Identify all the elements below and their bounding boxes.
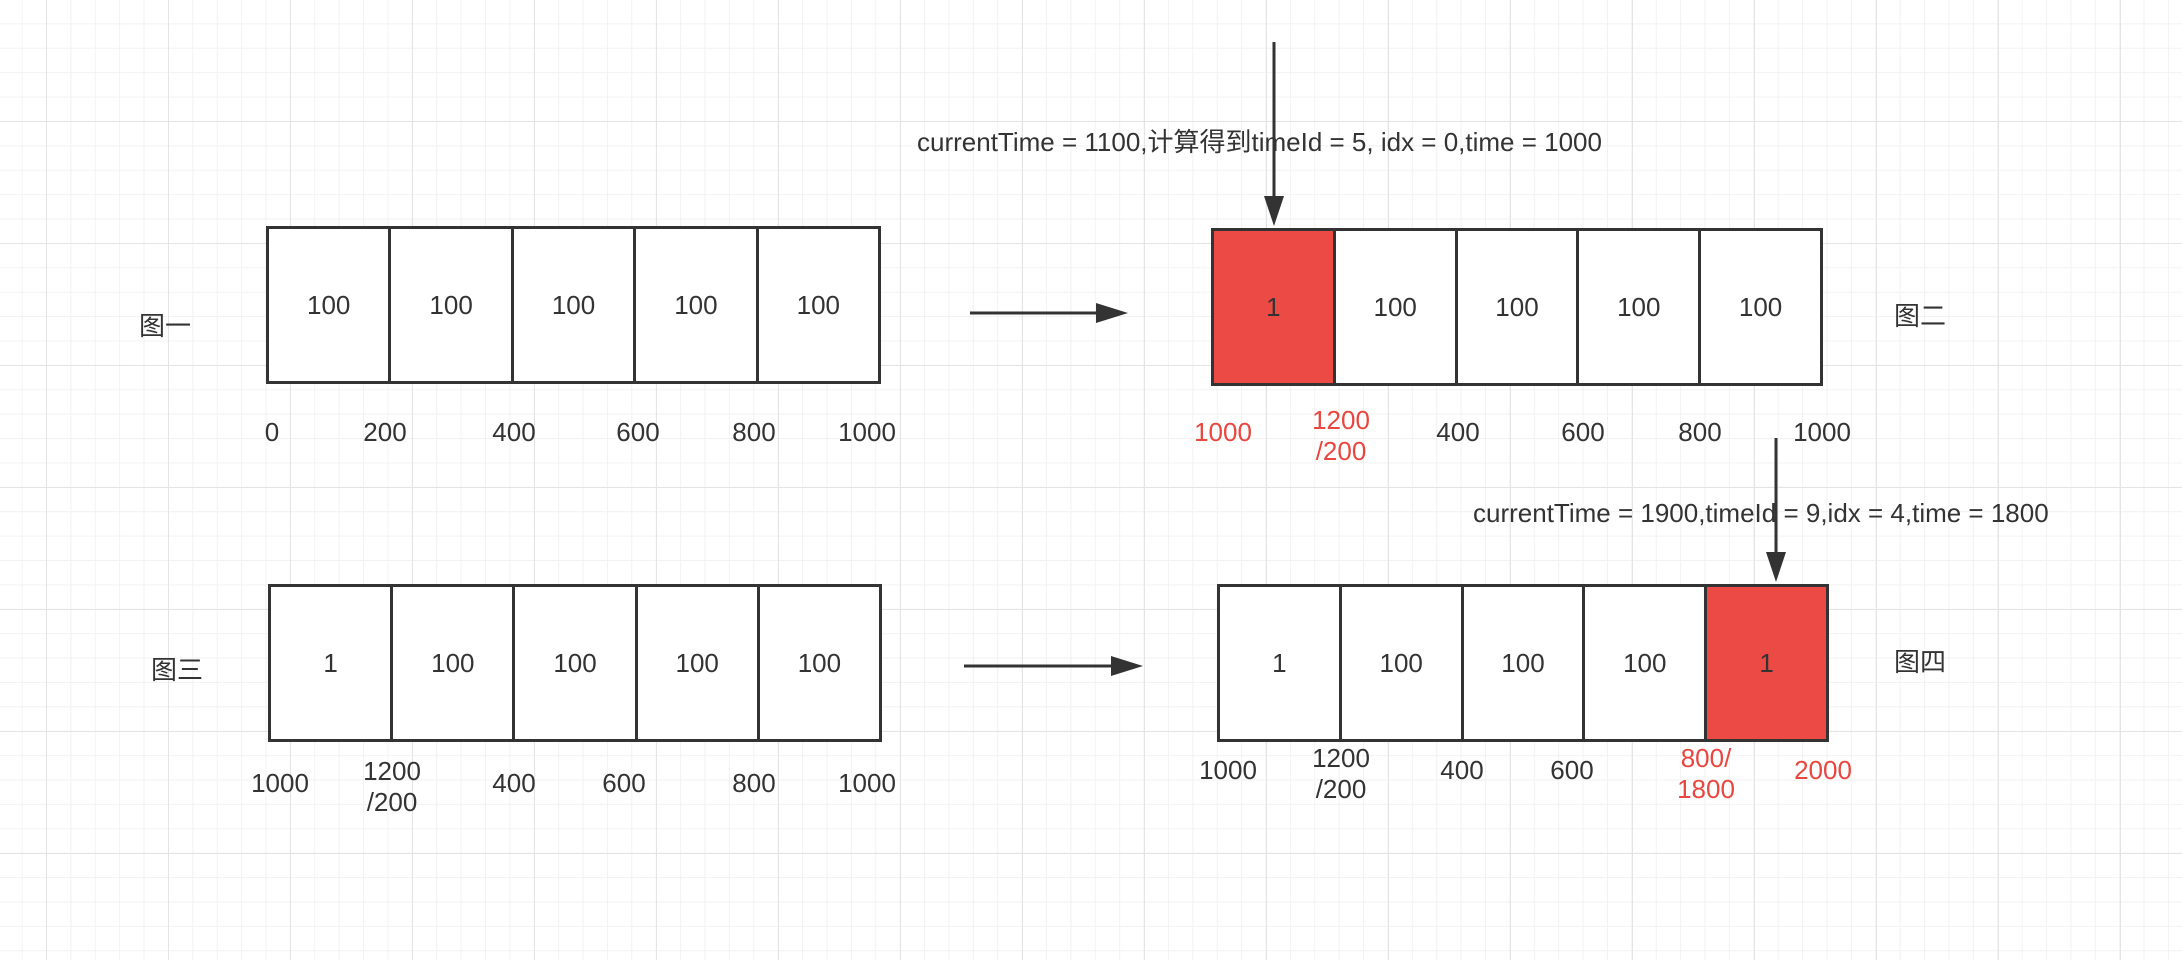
fig1-tick-line: 400 [492,417,536,447]
fig3-tick-line: /200 [366,787,418,817]
fig3-label: 图三 [151,656,204,686]
fig1-tick-label: 200 [363,417,406,448]
arrow-fig3-to-fig4-head [1111,656,1143,676]
fig2-tick-label: 1000 [1793,417,1851,448]
fig3-slot-2: 100 [515,587,638,739]
fig1-tick-line: 800 [732,417,776,447]
fig2-tick-line: 400 [1436,417,1480,447]
fig2-label: 图二 [1894,302,1947,332]
fig2-tick-line: 800 [1678,417,1722,447]
fig3-slot-4: 100 [759,587,880,739]
arrow-fig1-to-fig2 [970,303,1128,323]
fig3-slot-0: 1 [271,587,394,739]
fig3-tick-line: 600 [602,768,646,798]
fig4-slot-0: 1 [1220,587,1342,739]
fig2-tick-line: 1200 [1312,405,1370,435]
fig4-tick-line: 1000 [1199,755,1257,785]
fig4-tick-line: 2000 [1794,755,1852,785]
fig3-tick-label: 800 [732,768,775,799]
fig3-tick-line: 400 [492,768,536,798]
arrow-down-into-fig2-slot0-head [1264,196,1284,226]
fig3-slot-3: 100 [637,587,760,739]
fig1-tick-line: 200 [363,417,407,447]
fig1-label: 图一 [139,312,192,342]
arrow-fig1-to-fig2-head [1096,303,1128,323]
fig4-annotation: currentTime = 1900,timeId = 9,idx = 4,ti… [1473,498,2049,528]
fig4-tick-line: 400 [1440,755,1484,785]
fig3-tick-label: 400 [492,768,535,799]
fig3-tick-line: 1000 [251,768,309,798]
fig4-tick-label: 2000 [1794,755,1852,786]
fig2-tick-line: /200 [1315,436,1367,466]
fig3-tick-label: 1000 [838,768,896,799]
fig2-tick-line: 600 [1561,417,1605,447]
fig2-tick-line: 1000 [1194,417,1252,447]
fig4-tick-label: 800/1800 [1677,743,1735,805]
fig4-tick-line: 600 [1550,755,1594,785]
fig1-tick-label: 600 [616,417,659,448]
fig4-slot-4-highlighted: 1 [1707,587,1826,739]
fig2-slot-2: 100 [1457,231,1580,383]
fig1-slot-0: 100 [269,229,392,381]
fig4-tick-line: 1800 [1677,774,1735,804]
fig3-tick-label: 1000 [251,768,309,799]
fig2-tick-line: 1000 [1793,417,1851,447]
fig2-annotation: currentTime = 1100,计算得到timeId = 5, idx =… [917,127,1602,157]
fig2-tick-label: 400 [1436,417,1479,448]
fig1-slot-4: 100 [758,229,879,381]
fig3-tick-label: 1200/200 [363,756,421,818]
fig1-tick-label: 400 [492,417,535,448]
fig3-tick-line: 1200 [363,756,421,786]
fig4-tick-label: 1200/200 [1312,743,1370,805]
fig1-tick-label: 1000 [838,417,896,448]
fig2-slot-1: 100 [1335,231,1458,383]
fig4-tick-line: 800/ [1680,743,1732,773]
fig1-tick-line: 1000 [838,417,896,447]
fig4-tick-line: 1200 [1312,743,1370,773]
fig1-slot-3: 100 [636,229,759,381]
arrow-down-into-fig4-slot4 [1766,438,1786,582]
fig3-slot-1: 100 [393,587,516,739]
fig3-tick-line: 800 [732,768,776,798]
arrow-down-into-fig4-slot4-head [1766,552,1786,582]
fig3-tick-label: 600 [602,768,645,799]
fig4-label: 图四 [1894,648,1947,678]
fig4-tick-label: 600 [1550,755,1593,786]
fig4-slot-2: 100 [1463,587,1586,739]
fig2-slot-0-highlighted: 1 [1214,231,1336,383]
fig1-tick-line: 600 [616,417,660,447]
fig1-tick-line: 0 [264,417,280,447]
fig2-tick-label: 800 [1678,417,1721,448]
fig4-tick-label: 400 [1440,755,1483,786]
fig2-tick-label: 600 [1561,417,1604,448]
fig1-tick-label: 800 [732,417,775,448]
fig4-tick-label: 1000 [1199,755,1257,786]
fig1-slot-1: 100 [391,229,514,381]
fig2-tick-label: 1200/200 [1312,405,1370,467]
fig1-slot-2: 100 [513,229,637,381]
fig3-tick-line: 1000 [838,768,896,798]
fig2-slot-4: 100 [1701,231,1820,383]
fig2-slot-3: 100 [1579,231,1702,383]
fig2-tick-label: 1000 [1194,417,1252,448]
arrow-down-into-fig2-slot0 [1264,42,1284,226]
fig4-slot-1: 100 [1341,587,1464,739]
fig4-slot-3: 100 [1585,587,1708,739]
fig1-tick-label: 0 [265,417,279,448]
fig4-tick-line: /200 [1315,774,1367,804]
arrow-fig3-to-fig4 [964,656,1143,676]
